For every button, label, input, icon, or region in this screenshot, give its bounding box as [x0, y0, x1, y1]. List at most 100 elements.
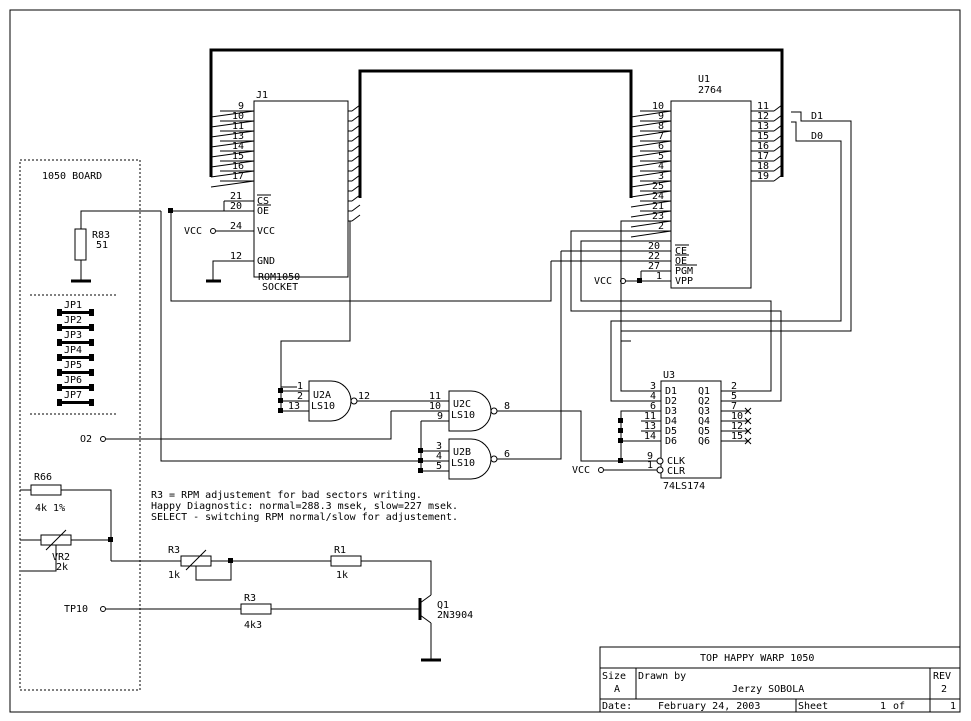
author: Jerzy SOBOLA [732, 684, 804, 695]
u3-tie-junction-3 [618, 438, 623, 443]
u3-clk-name: CLK [667, 456, 685, 467]
q1-emitter [419, 614, 432, 624]
d0-label: D0 [811, 131, 823, 142]
u3-clk-num: 9 [647, 451, 653, 462]
u1-left-bus-entry-10 [630, 110, 672, 118]
u1-left-pin-num-5: 5 [658, 151, 664, 162]
d1-net [620, 111, 852, 392]
u1-vcc-label: VCC [594, 276, 612, 287]
u3-q1-net [580, 240, 772, 392]
jumper-1-bar [59, 311, 92, 314]
u1-left-bus-entry-8 [630, 130, 672, 138]
u2a-output-bubble [350, 397, 358, 405]
u2c-body [448, 390, 492, 432]
u1-left-pin-num-7: 7 [658, 131, 664, 142]
u3-d-pin-name-13: D5 [665, 426, 677, 437]
j1-a11-net [280, 220, 351, 388]
u1-left-pin-num-23: 23 [652, 211, 664, 222]
r1-ref: R1 [334, 545, 346, 556]
u3-q-pin-num-5: 5 [731, 391, 737, 402]
u1-oe-net [170, 211, 552, 302]
u1-right-bus-entry-16 [773, 144, 783, 152]
r66-right-wire [61, 489, 112, 561]
u3-clk-tie [620, 441, 641, 462]
u1-a11-stub [620, 220, 671, 342]
u1-ce-num: 20 [648, 241, 660, 252]
u1-right-bus-entry-17 [773, 154, 783, 162]
j1-left-bus-entry-15 [210, 160, 255, 168]
jumper-5-bar [59, 371, 92, 374]
u3-clr-name: CLR [667, 466, 686, 477]
j1-oe-num: 20 [230, 201, 242, 212]
u1-left-bus-entry-6 [630, 150, 672, 158]
u2b-output-bubble [490, 455, 498, 463]
gate-u2c: 11 10 9 U2C LS10 8 [391, 390, 641, 462]
u2b-ref: U2B [453, 447, 471, 458]
u3-tie-junction-2 [618, 428, 623, 433]
j1-vcc-label: VCC [184, 226, 202, 237]
u2c-pin11: 11 [429, 391, 441, 402]
r83-value: 51 [96, 240, 108, 251]
j1-right-bus-entry-19 [351, 204, 361, 212]
u2c-out [497, 410, 641, 462]
j1-vcc-name: VCC [257, 226, 275, 237]
r1-resistor [330, 555, 362, 567]
u1-right-pin-num-15: 15 [757, 131, 769, 142]
u1-left-pin-num-25: 25 [652, 181, 664, 192]
j1-right-bus-entry-6 [351, 124, 361, 132]
u3-latch-body [660, 380, 722, 479]
gate-u2a: 1 2 13 U2A LS10 12 [278, 380, 431, 422]
u2c-pin10: 10 [429, 401, 441, 412]
u1-right-bus-entry-11 [773, 104, 783, 112]
u2a-junction-3 [278, 408, 283, 413]
u2a-pin13: 13 [288, 401, 300, 412]
u1-right-pin-num-12: 12 [757, 111, 769, 122]
u3-d-pin-num-11: 11 [644, 411, 656, 422]
jumper-3-bar [59, 341, 92, 344]
j1-name-2: SOCKET [262, 282, 298, 293]
note-line-2: Happy Diagnostic: normal=288.3 msek, slo… [151, 501, 458, 512]
u2c-pin9: 9 [437, 411, 443, 422]
note-line-3: SELECT - switching RPM normal/slow for a… [151, 512, 458, 523]
q1-ref: Q1 [437, 600, 449, 611]
j1-left-pin-num-13: 13 [232, 131, 244, 142]
u1-left-bus-entry-24 [630, 200, 672, 208]
u1-right-pin-num-18: 18 [757, 161, 769, 172]
vr2-ref: VR2 [52, 552, 70, 563]
jumper-label-2: JP2 [64, 315, 82, 326]
vr2-arrow [45, 529, 67, 551]
u1-left-bus-entry-23 [630, 220, 672, 228]
u1-pgm-num: 27 [648, 261, 660, 272]
j1-cs-name: CS [257, 196, 269, 207]
u3-d-pin-num-13: 13 [644, 421, 656, 432]
jumper-4-right-pin [89, 354, 94, 361]
j1-left-bus-entry-13 [210, 140, 255, 148]
u3-clr-num: 1 [647, 460, 653, 471]
jumper-5-left-pin [57, 369, 62, 376]
j1-left-pin-num-9: 9 [238, 101, 244, 112]
sheet-border [9, 9, 961, 713]
u1-oe-name: OE [675, 256, 687, 267]
u3-d-pin-name-4: D2 [665, 396, 677, 407]
gate-u2b: 3 4 5 U2B LS10 6 [418, 321, 562, 480]
u2a-junction-2 [278, 398, 283, 403]
jumper-4-left-pin [57, 354, 62, 361]
title-block-frame [599, 646, 961, 713]
u2a-ref: U2A [313, 390, 331, 401]
jumper-5-right-pin [89, 369, 94, 376]
r3-pot-ref: R3 [168, 545, 180, 556]
jumper-2-bar [59, 326, 92, 329]
u1-left-bus-entry-7 [630, 140, 672, 148]
u1-left-pin-num-2: 2 [658, 221, 664, 232]
board-region [19, 159, 141, 691]
u3-nc-mark-6 [744, 437, 752, 445]
u3-q-pin-name-7: Q3 [698, 406, 710, 417]
u1-right-pin-num-19: 19 [757, 171, 769, 182]
u3-d-pin-name-14: D6 [665, 436, 677, 447]
oe-to-u2b-net [160, 211, 421, 462]
date-label: Date: [602, 701, 632, 712]
j1-ref: J1 [256, 90, 268, 101]
j1-left-bus-entry-14 [210, 150, 255, 158]
